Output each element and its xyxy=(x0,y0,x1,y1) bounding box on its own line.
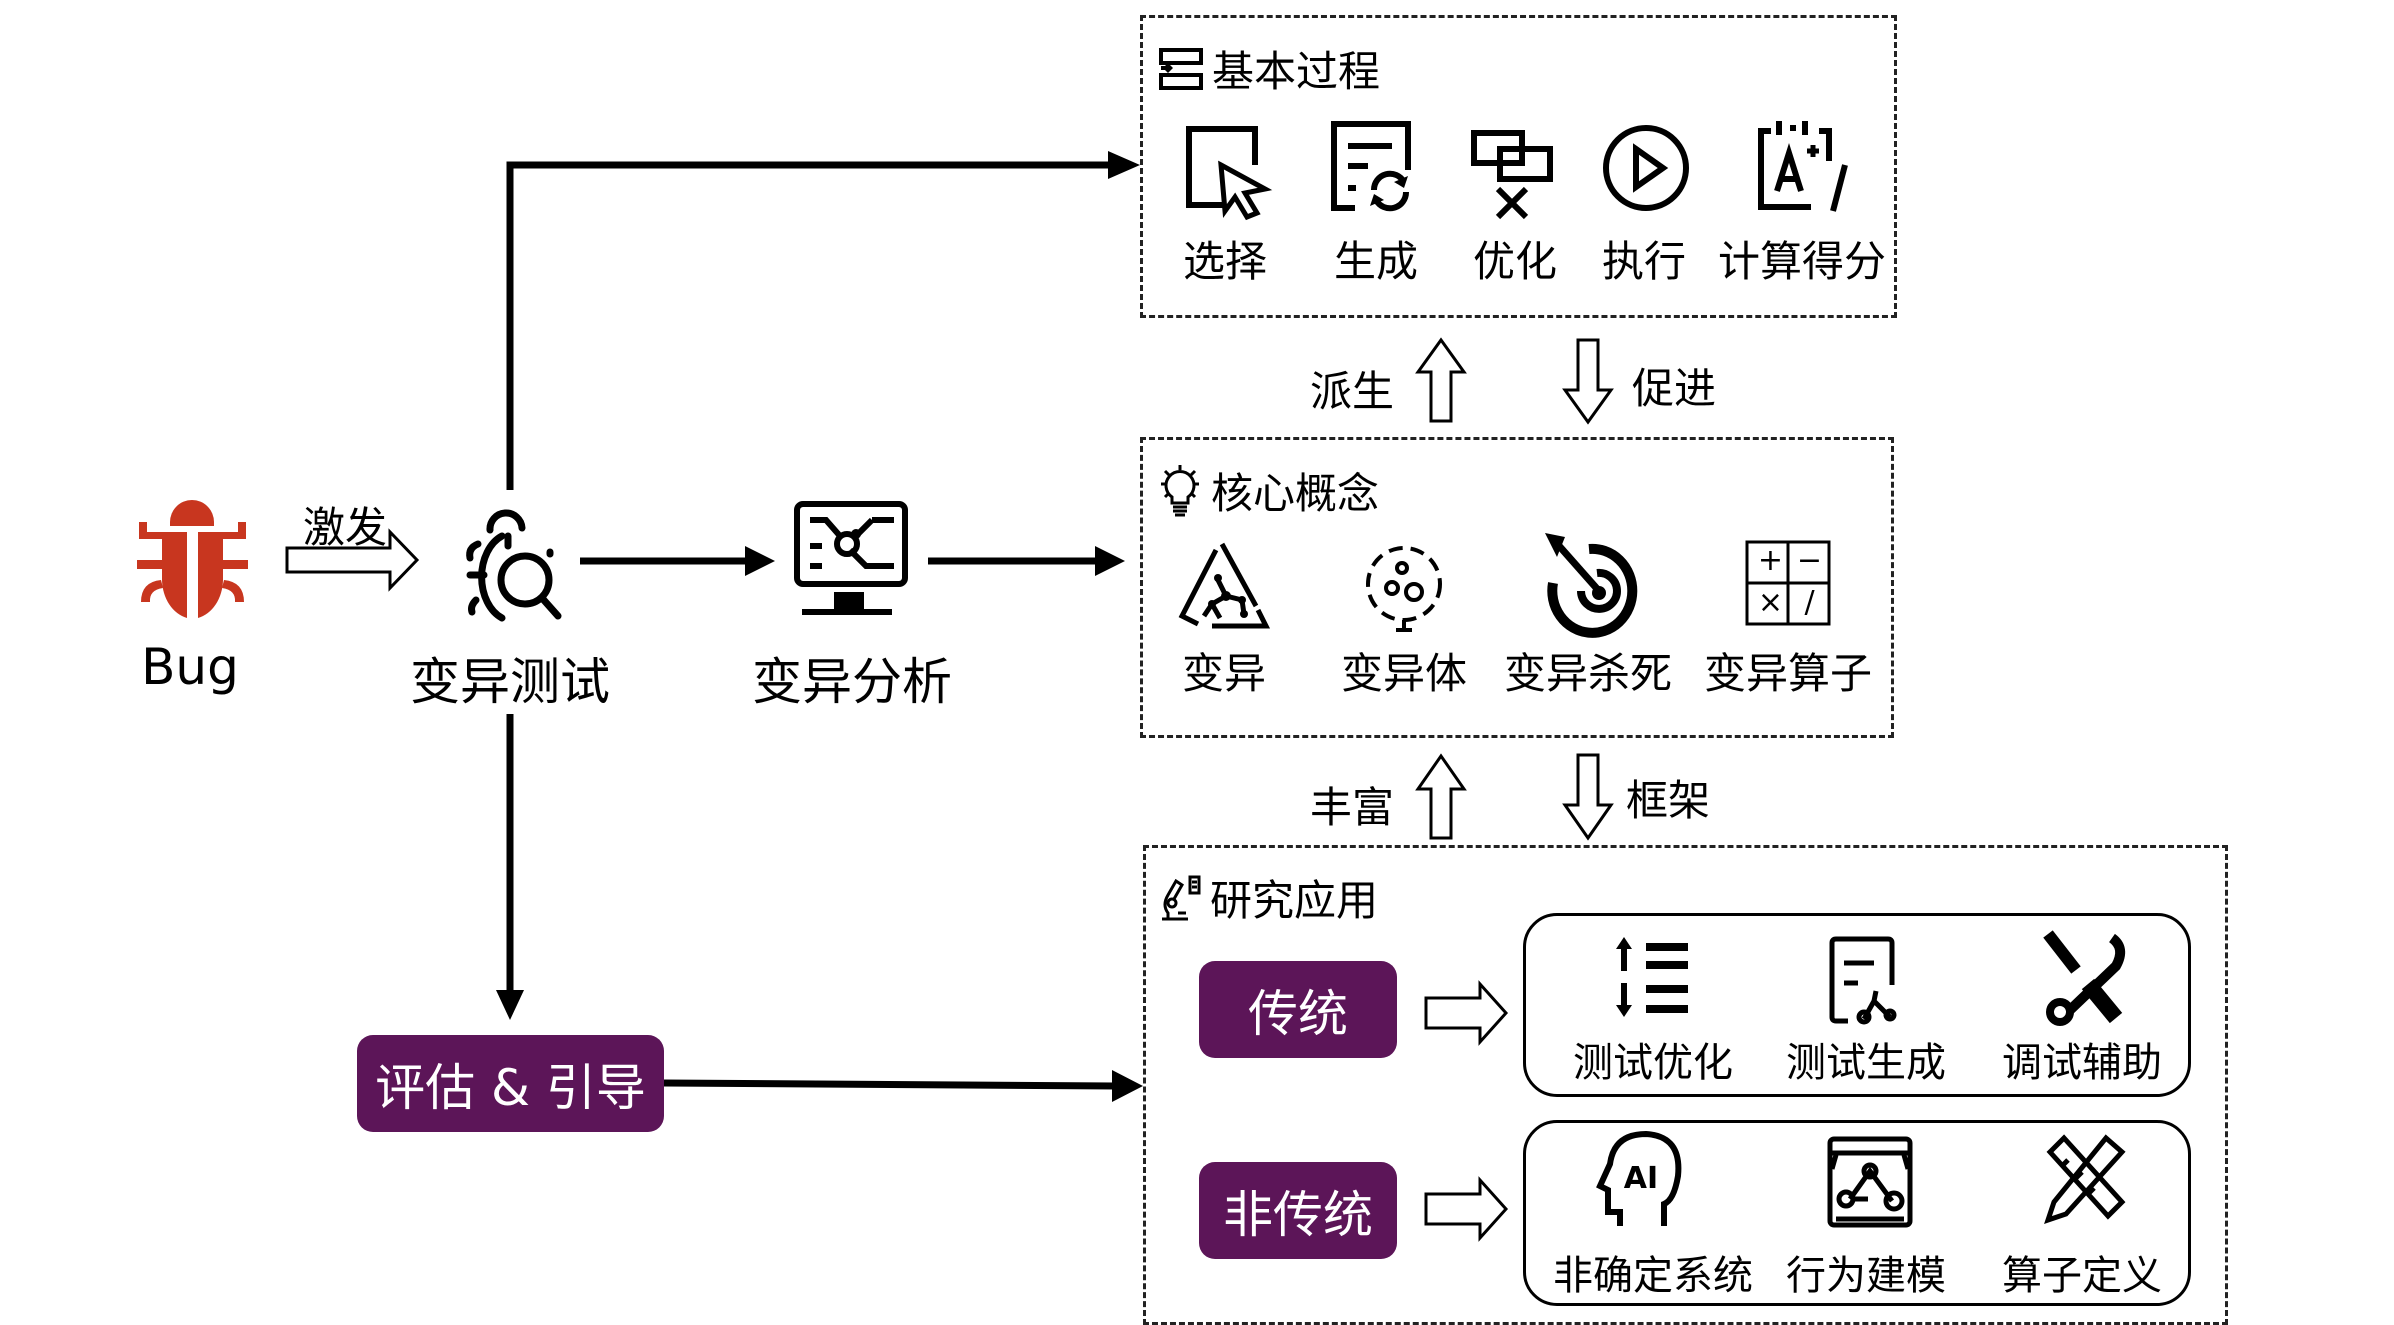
generate-doc-icon xyxy=(1331,121,1411,212)
basic-item-label: 优化 xyxy=(1472,237,1558,286)
nontraditional-hollow-arrow xyxy=(1424,1176,1509,1242)
traditional-hollow-arrow xyxy=(1424,980,1509,1046)
optimize-icon xyxy=(1471,130,1553,220)
basic-process-panel xyxy=(1140,15,1897,318)
traditional-category[interactable]: 传统 xyxy=(1199,961,1397,1058)
arrowhead xyxy=(745,546,775,576)
sort-list-icon xyxy=(1616,937,1688,1017)
microscope-icon xyxy=(1162,875,1201,920)
promote-down-arrow xyxy=(1562,338,1614,425)
core-concepts-panel xyxy=(1140,437,1894,738)
derive-up-arrow xyxy=(1415,337,1467,423)
operator-grid-icon xyxy=(1745,540,1831,626)
traditional-item-label: 调试辅助 xyxy=(2002,1040,2162,1086)
nontraditional-item-label: 非确定系统 xyxy=(1553,1253,1753,1299)
framework-down-arrow xyxy=(1562,753,1614,841)
derive-label: 派生 xyxy=(1309,367,1395,416)
bug-search-icon xyxy=(466,509,562,622)
bug-icon xyxy=(137,500,248,618)
arrow-evaluate-to-research xyxy=(663,1079,1116,1090)
evaluate-guide-node[interactable]: 评估 & 引导 xyxy=(357,1035,664,1132)
core-item-label: 变异 xyxy=(1181,649,1267,698)
doc-graph-icon xyxy=(1829,936,1897,1025)
core-item-label: 变异体 xyxy=(1340,649,1468,698)
debug-tools-icon xyxy=(2043,930,2126,1026)
arrowhead xyxy=(1108,151,1140,179)
framework-label: 框架 xyxy=(1625,776,1711,825)
nontraditional-group xyxy=(1523,1120,2191,1306)
op-plus: + xyxy=(1757,543,1784,578)
promote-label: 促进 xyxy=(1631,364,1717,413)
arrowhead xyxy=(1095,546,1125,576)
mutation-cycle-icon xyxy=(1178,542,1271,629)
traditional-item-label: 测试生成 xyxy=(1786,1040,1946,1086)
arrow-testing-to-basic-process xyxy=(506,161,1132,490)
process-flow-icon xyxy=(1159,47,1203,90)
core-item-label: 变异算子 xyxy=(1703,649,1873,698)
nontraditional-item-label: 算子定义 xyxy=(2002,1253,2162,1299)
mutant-virus-icon xyxy=(1366,546,1442,632)
core-item-label: 变异杀死 xyxy=(1503,649,1673,698)
mutation-analysis-label: 变异分析 xyxy=(752,653,952,711)
op-divide: / xyxy=(1804,585,1815,620)
arrowhead xyxy=(496,990,524,1020)
enrich-label: 丰富 xyxy=(1309,783,1395,832)
target-kill-icon xyxy=(1545,533,1638,638)
trigger-hollow-arrow xyxy=(285,528,420,592)
monitor-flow-icon xyxy=(794,501,908,615)
score-clipboard-icon xyxy=(1758,121,1848,212)
ai-head-icon: AI xyxy=(1596,1130,1682,1226)
mutation-testing-label: 变异测试 xyxy=(410,653,610,711)
evaluate-guide-label: 评估 & 引导 xyxy=(375,1058,646,1117)
basic-item-label: 生成 xyxy=(1333,237,1419,286)
op-times: × xyxy=(1757,585,1784,620)
select-cursor-icon xyxy=(1186,126,1273,221)
nontraditional-category[interactable]: 非传统 xyxy=(1199,1162,1397,1259)
behavior-model-icon xyxy=(1827,1136,1913,1228)
basic-process-title: 基本过程 xyxy=(1158,38,1380,99)
enrich-up-arrow xyxy=(1415,753,1467,840)
nontraditional-item-label: 行为建模 xyxy=(1786,1253,1946,1299)
traditional-item-label: 测试优化 xyxy=(1573,1040,1733,1086)
bug-label: Bug xyxy=(141,638,239,696)
op-minus: − xyxy=(1796,543,1823,578)
basic-item-label: 执行 xyxy=(1601,237,1687,286)
play-circle-icon xyxy=(1603,125,1689,211)
ai-text: AI xyxy=(1624,1161,1658,1196)
core-concepts-title: 核心概念 xyxy=(1157,460,1379,521)
lightbulb-icon xyxy=(1161,464,1199,516)
trigger-label: 激发 xyxy=(302,503,388,552)
traditional-group xyxy=(1523,913,2191,1097)
research-applications-title: 研究应用 xyxy=(1158,867,1378,928)
basic-item-label: 计算得分 xyxy=(1717,237,1887,286)
arrowhead xyxy=(1112,1070,1143,1102)
basic-item-label: 选择 xyxy=(1182,237,1268,286)
pencil-ruler-icon xyxy=(2044,1134,2126,1224)
